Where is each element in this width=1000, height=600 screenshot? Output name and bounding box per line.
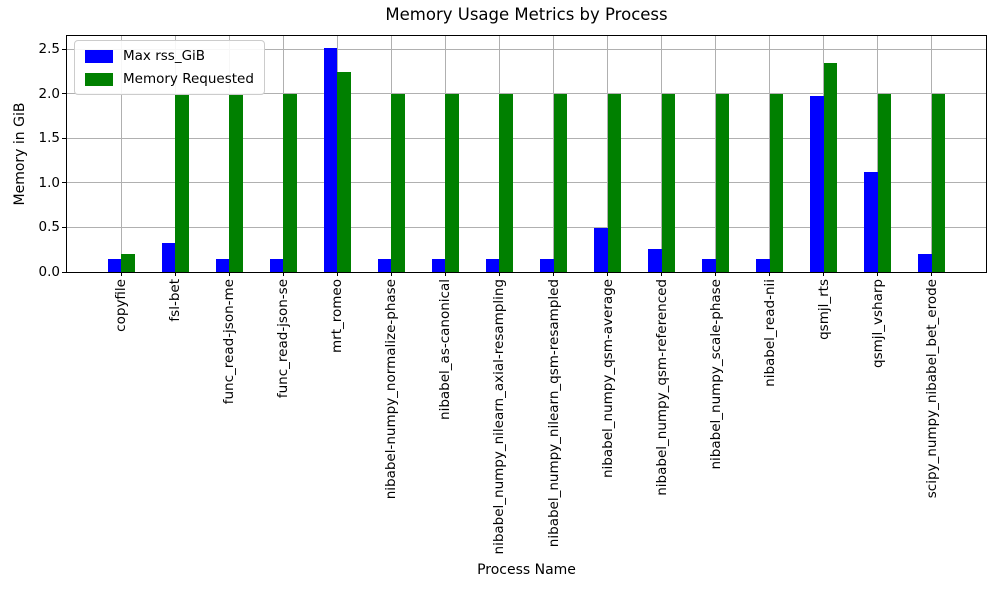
x-tick-mark — [769, 272, 771, 276]
bar-memory-requested — [445, 93, 459, 272]
x-tick-label: nibabel_as-canonical — [437, 279, 454, 420]
bar-max-rss-gib — [269, 258, 284, 272]
y-tick-mark — [62, 48, 66, 50]
bar-memory-requested — [337, 71, 351, 272]
y-tick-label: 0.5 — [38, 219, 60, 236]
x-tick-mark — [877, 272, 879, 276]
gridline-horizontal — [67, 226, 986, 228]
bar-max-rss-gib — [810, 95, 824, 272]
bar-max-rss-gib — [161, 242, 176, 272]
x-tick-mark — [390, 272, 392, 276]
x-tick-label: nibabel_numpy_nilearn_qsm-resampled — [545, 279, 562, 548]
x-tick-label: mrt_romeo — [329, 279, 346, 353]
legend-label-memory-requested: Memory Requested — [123, 71, 254, 87]
x-tick-mark — [120, 272, 122, 276]
y-tick-mark — [62, 182, 66, 184]
x-tick-mark — [498, 272, 500, 276]
plot-area — [66, 35, 987, 273]
x-tick-label: qsmjl_vsharp — [869, 279, 886, 368]
bar-max-rss-gib — [702, 258, 716, 272]
bar-memory-requested — [769, 93, 784, 272]
bar-max-rss-gib — [756, 258, 770, 272]
x-tick-mark — [931, 272, 933, 276]
x-tick-label: func_read-json-se — [275, 279, 292, 399]
bar-max-rss-gib — [107, 258, 122, 272]
y-tick-label: 1.0 — [38, 174, 60, 191]
legend-item-memory-requested: Memory Requested — [85, 71, 254, 87]
bar-memory-requested — [823, 62, 838, 272]
chart-title: Memory Usage Metrics by Process — [385, 5, 668, 24]
x-tick-mark — [174, 272, 176, 276]
bar-memory-requested — [607, 93, 622, 272]
x-tick-label: func_read-json-me — [221, 279, 238, 405]
x-axis-label: Process Name — [477, 562, 576, 578]
legend-swatch-max-rss-icon — [85, 49, 113, 63]
y-tick-mark — [62, 271, 66, 273]
x-tick-mark — [715, 272, 717, 276]
bar-max-rss-gib — [215, 258, 230, 272]
x-tick-label: nibabel_read-nii — [761, 279, 778, 387]
y-tick-label: 1.5 — [38, 130, 60, 147]
bar-max-rss-gib — [485, 258, 500, 272]
x-tick-label: nibabel_numpy_qsm-referenced — [653, 279, 670, 496]
y-tick-label: 0.0 — [38, 264, 60, 280]
gridline-horizontal — [67, 182, 986, 184]
x-tick-label: fsl-bet — [167, 279, 184, 322]
bar-memory-requested — [877, 93, 892, 272]
bar-memory-requested — [553, 93, 568, 272]
x-tick-mark — [607, 272, 609, 276]
y-tick-mark — [62, 93, 66, 95]
bar-memory-requested — [499, 93, 513, 272]
x-tick-mark — [823, 272, 825, 276]
gridline-horizontal — [67, 48, 986, 50]
x-tick-label: copyfile — [113, 279, 130, 332]
x-tick-label: scipy_numpy_nibabel_bet_erode — [923, 279, 940, 499]
bar-memory-requested — [661, 93, 676, 272]
gridline-horizontal — [67, 137, 986, 139]
y-tick-label: 2.0 — [38, 85, 60, 102]
legend-item-max-rss: Max rss_GiB — [85, 48, 254, 64]
x-tick-mark — [661, 272, 663, 276]
x-tick-mark — [553, 272, 555, 276]
gridline-vertical — [120, 36, 122, 272]
x-tick-label: nibabel_numpy_nilearn_axial-resampling — [491, 279, 508, 555]
x-tick-mark — [228, 272, 230, 276]
bar-max-rss-gib — [431, 258, 446, 272]
y-tick-mark — [62, 226, 66, 228]
x-tick-label: qsmjl_rts — [815, 279, 832, 340]
legend-label-max-rss: Max rss_GiB — [123, 48, 206, 64]
bar-max-rss-gib — [594, 228, 608, 272]
x-tick-label: nibabel_numpy_qsm-average — [599, 279, 616, 478]
bar-memory-requested — [391, 93, 405, 272]
gridline-horizontal — [67, 93, 986, 95]
legend: Max rss_GiB Memory Requested — [74, 40, 265, 95]
bar-memory-requested — [229, 93, 243, 272]
y-tick-label: 2.5 — [38, 41, 60, 58]
y-tick-mark — [62, 137, 66, 139]
bar-max-rss-gib — [648, 248, 662, 272]
bar-max-rss-gib — [323, 47, 338, 272]
bar-memory-requested — [175, 93, 189, 272]
bar-max-rss-gib — [377, 258, 392, 272]
bar-max-rss-gib — [918, 254, 932, 272]
bar-memory-requested — [715, 93, 730, 272]
bar-memory-requested — [931, 93, 946, 272]
x-tick-mark — [336, 272, 338, 276]
bar-max-rss-gib — [540, 258, 554, 272]
bar-max-rss-gib — [864, 172, 878, 272]
x-tick-mark — [282, 272, 284, 276]
x-tick-mark — [444, 272, 446, 276]
bar-memory-requested — [121, 254, 135, 272]
x-tick-label: nibabel_numpy_scale-phase — [707, 279, 724, 470]
x-tick-label: nibabel-numpy_normalize-phase — [383, 279, 400, 500]
bar-memory-requested — [283, 93, 297, 272]
legend-swatch-memory-requested-icon — [85, 72, 113, 86]
